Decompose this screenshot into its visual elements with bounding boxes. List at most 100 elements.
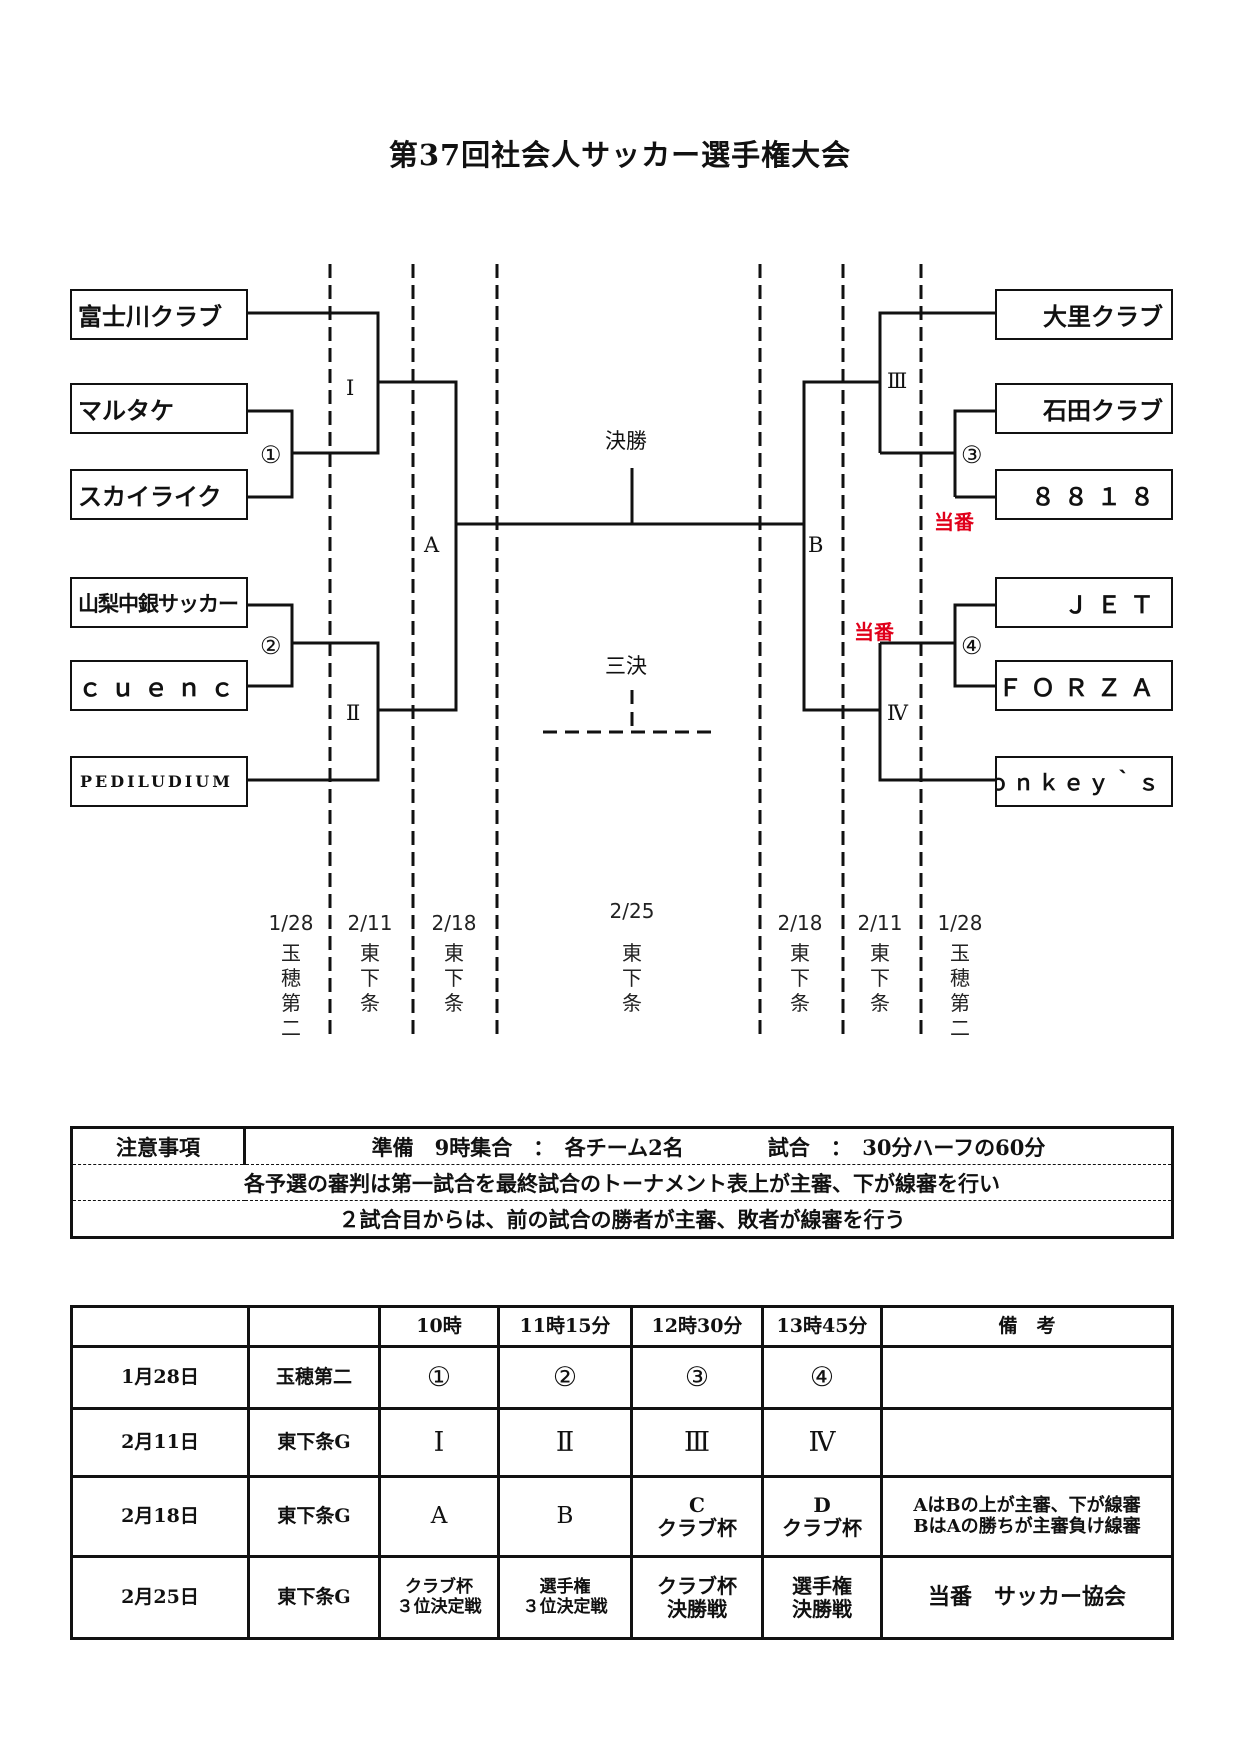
venue-char: 穂 (950, 966, 970, 990)
slot-cell: 選手権決勝戦 (761, 1555, 883, 1640)
match-label-b: B (808, 533, 824, 557)
bracket-line-a (378, 380, 458, 712)
venue-char: 第 (950, 991, 970, 1015)
schedule-table: 10時 11時15分 12時30分 13時45分 備 考 1月28日 玉穂第二 … (70, 1305, 1174, 1640)
bracket-line-iv (878, 643, 995, 782)
match-label-a: A (424, 533, 440, 557)
team-8818: ８８１８ (995, 469, 1173, 520)
notes-line-2: 各予選の審判は第一試合を最終試合のトーナメント表上が主審、下が線審を行い (70, 1164, 1174, 1201)
venue-char: 条 (622, 991, 642, 1015)
match-label-iv: Ⅳ (887, 701, 908, 725)
team-ishida: 石田クラブ (995, 383, 1173, 434)
date-label: 2/18 (777, 911, 823, 935)
slot-line: クラブ杯 (405, 1576, 473, 1597)
duty-marker-g4: 当番 (854, 620, 894, 644)
header-cell: 12時30分 (630, 1305, 764, 1348)
header-cell: 備 考 (880, 1305, 1174, 1348)
notes-heading: 注意事項 (70, 1126, 246, 1165)
header-cell (70, 1305, 250, 1348)
date-column: 2/25 東 下 条 (602, 899, 662, 1016)
slot-line: 選手権 (539, 1576, 591, 1597)
date-column: 1/28 玉 穂 第 二 (930, 911, 990, 1041)
venue-char: 下 (444, 966, 464, 990)
venue-char: 条 (790, 991, 810, 1015)
schedule-header-row: 10時 11時15分 12時30分 13時45分 備 考 (70, 1305, 1174, 1348)
date-label: 2/25 (609, 899, 655, 923)
row-venue: 東下条G (247, 1475, 381, 1558)
remark-line: AはBの上が主審、下が線審 (913, 1494, 1141, 1516)
slot-line: 決勝戦 (792, 1596, 852, 1621)
duty-marker-g3: 当番 (934, 510, 974, 534)
match-label-i: Ⅰ (346, 376, 355, 400)
remark-cell (880, 1345, 1174, 1410)
slot-line: 選手権 (792, 1573, 852, 1598)
row-date: 1月28日 (70, 1345, 250, 1410)
slot-cell: ③ (630, 1345, 764, 1410)
header-cell: 10時 (378, 1305, 500, 1348)
slot-cell: ② (497, 1345, 633, 1410)
row-venue: 東下条G (247, 1555, 381, 1640)
slot-line: ３位決定戦 (396, 1596, 482, 1617)
venue-char: 条 (870, 991, 890, 1015)
venue-char: 東 (870, 941, 890, 965)
row-date: 2月18日 (70, 1475, 250, 1558)
row-venue: 東下条G (247, 1407, 381, 1478)
final-label: 決勝 (605, 429, 647, 453)
slot-line: 決勝戦 (667, 1596, 727, 1621)
remark-line: BはAの勝ちが主審負け線審 (913, 1515, 1141, 1537)
match-label-g1: ① (260, 441, 282, 469)
venue-char: 東 (360, 941, 380, 965)
page-title: 第37回社会人サッカー選手権大会 (388, 138, 852, 172)
date-column: 1/28 玉 穂 第 二 (261, 911, 321, 1041)
team-jet: ＪＥＴ (995, 577, 1173, 628)
team-cuenca: ｃｕｅｎｃａ (70, 660, 248, 711)
header-cell: 11時15分 (497, 1305, 633, 1348)
slot-cell: A (378, 1475, 500, 1558)
venue-char: 玉 (950, 941, 970, 965)
date-column: 2/18 東 下 条 (770, 911, 830, 1016)
date-label: 1/28 (937, 911, 983, 935)
table-row: 2月11日 東下条G Ⅰ Ⅱ Ⅲ Ⅳ (70, 1407, 1174, 1478)
slot-cell: クラブ杯決勝戦 (630, 1555, 764, 1640)
match-label-g3: ③ (961, 441, 983, 469)
bracket-line-iii (878, 311, 995, 453)
slot-cell: ① (378, 1345, 500, 1410)
team-pediludium: PEDILUDIUM (70, 756, 248, 807)
venue-char: 条 (444, 991, 464, 1015)
team-marutake: マルタケ (70, 383, 248, 434)
slot-cell: B (497, 1475, 633, 1558)
date-label: 2/11 (857, 911, 903, 935)
team-fujikawa: 富士川クラブ (70, 289, 248, 340)
bracket-line-g3 (880, 409, 995, 455)
row-date: 2月25日 (70, 1555, 250, 1640)
team-osato: 大里クラブ (995, 289, 1173, 340)
tournament-bracket (248, 264, 995, 1040)
notes-table: 注意事項 準備 9時集合 ： 各チーム2名 試合 ： 30分ハーフの60分 各予… (70, 1126, 1174, 1239)
slot-line: クラブ杯 (657, 1515, 737, 1540)
notes-line-1: 準備 9時集合 ： 各チーム2名 試合 ： 30分ハーフの60分 (243, 1126, 1174, 1165)
venue-char: 二 (281, 1016, 301, 1040)
bracket-line-b (802, 380, 880, 712)
slot-cell: Ⅲ (630, 1407, 764, 1478)
venue-char: 下 (360, 966, 380, 990)
team-skylike: スカイライク (70, 469, 248, 520)
bracket-line-g4 (953, 603, 995, 688)
match-label-g2: ② (260, 632, 282, 660)
notes-line-3: ２試合目からは、前の試合の勝者が主審、敗者が線審を行う (70, 1200, 1174, 1239)
match-label-ii: Ⅱ (346, 701, 361, 725)
match-label-g4: ④ (961, 632, 983, 660)
date-column: 2/11 東 下 条 (340, 911, 400, 1016)
date-column: 2/18 東 下 条 (424, 911, 484, 1016)
venue-char: 東 (790, 941, 810, 965)
slot-line: C (689, 1492, 705, 1517)
date-label: 2/11 (347, 911, 393, 935)
header-cell (247, 1305, 381, 1348)
team-forza: ＦＯＲＺＡ (995, 660, 1173, 711)
remark-cell (880, 1407, 1174, 1478)
slot-line: D (813, 1492, 831, 1517)
slot-cell: Ⅳ (761, 1407, 883, 1478)
slot-cell: Ⅰ (378, 1407, 500, 1478)
